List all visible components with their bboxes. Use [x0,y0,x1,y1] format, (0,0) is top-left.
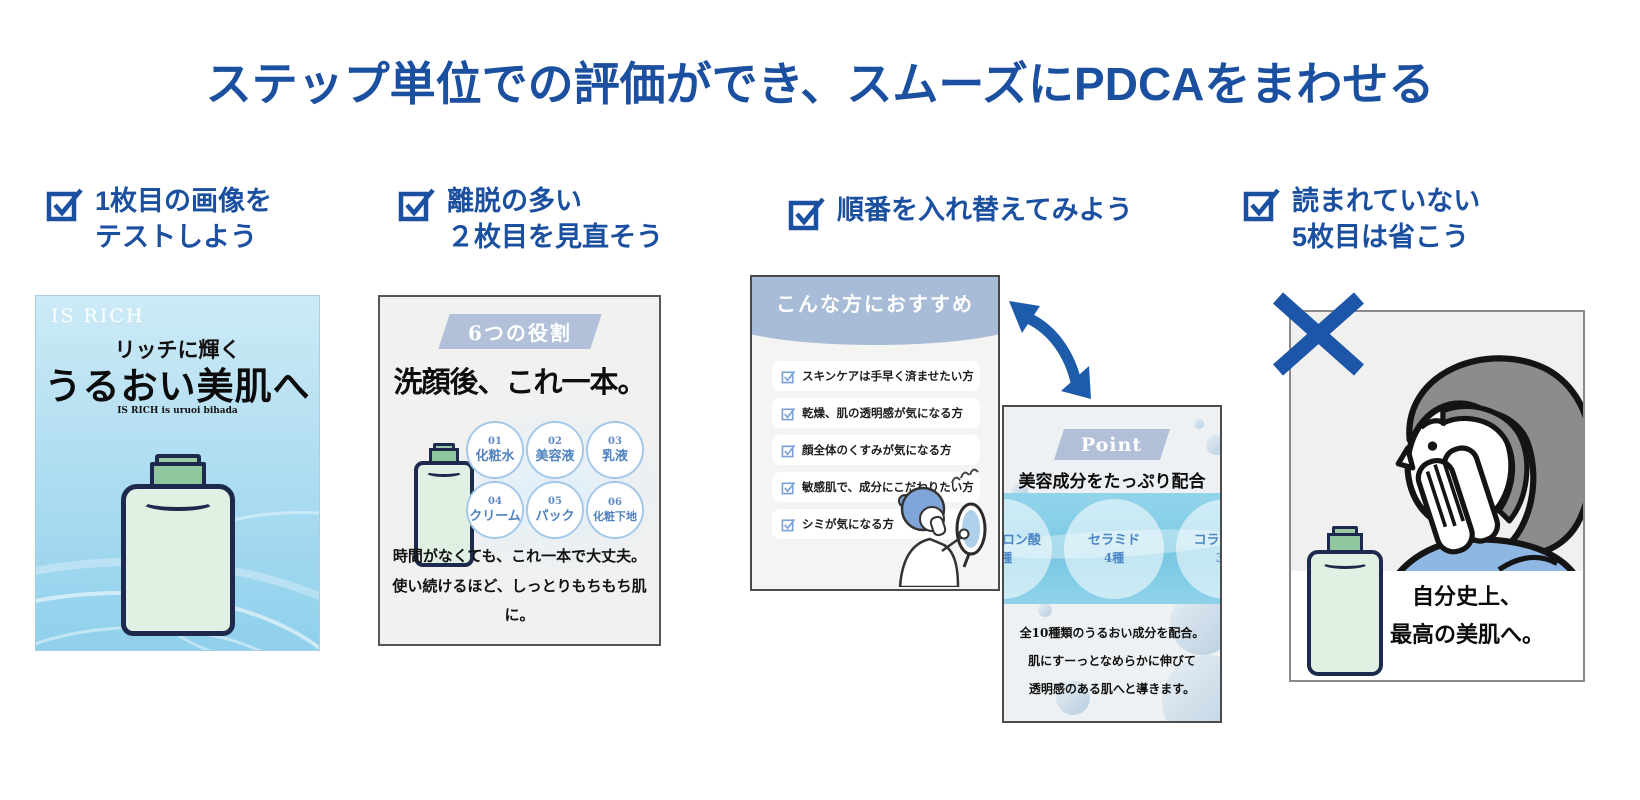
ingredient-circle-2: セラミド 4種 [1064,499,1164,599]
role-number: 02 [548,436,562,447]
role-circle-1: 01 化粧水 [466,421,524,479]
role-label: 化粧下地 [593,510,637,523]
bubble-decoration [1206,435,1220,455]
recommend-item-3: 顔全体のくすみが気になる方 [772,435,980,465]
role-number: 05 [548,496,562,507]
checkbox-icon [398,188,435,222]
catch-copy-small: リッチに輝く [114,337,241,362]
roles-headline: 洗顔後、これ一本。 [393,365,646,399]
step-label: 順番を入れ替えてみよう [837,192,1133,231]
ingredient-count: 3種 [1216,551,1220,567]
recommend-item-label: シミが気になる方 [802,517,894,531]
checkbox-icon [46,188,83,222]
point-footer-line2: 肌にすーっとなめらかに伸びて [1028,654,1196,669]
bottle-illustration [120,454,235,636]
role-circle-5: 05 パック [526,481,584,539]
card-recommend: こんな方におすすめ スキンケアは手早く済ませたい方 乾燥、肌の透明感が気になる方… [750,275,1000,591]
point-badge: Point [1053,429,1171,460]
recommend-item-label: スキンケアは手早く済ませたい方 [802,369,974,383]
catch-copy-main: うるおい美肌へ [44,364,311,408]
card-point: Point 美容成分をたっぷり配合 ヒアルロン酸 3種 セラミド 4種 コラーゲ… [1002,405,1222,723]
step-heading-4: 読まれていない 5枚目は省こう [1243,183,1480,256]
step-label-line1: 離脱の多い [447,186,582,216]
card-six-roles: 6つの役割 洗顔後、これ一本。 01 化粧水 02 美容液 03 乳液 04 ク… [378,295,661,646]
checkbox-icon [788,197,825,231]
roles-badge-label: 6つの役割 [467,321,572,345]
check-icon [781,444,796,457]
check-icon [781,407,796,420]
card-first-image: IS RICH リッチに輝く うるおい美肌へ IS RICH is uruoi … [35,295,320,651]
role-label: パック [535,509,575,524]
bubble-decoration [1056,681,1090,715]
step-label-line1: 1枚目の画像を [95,186,273,216]
ingredient-name: ヒアルロン酸 [1002,533,1041,549]
last-catch-line2: 最高の美肌へ。 [1389,621,1544,648]
check-icon [781,481,796,494]
role-number: 04 [488,496,502,507]
role-number: 01 [488,436,502,447]
bottle-body [120,484,235,636]
point-footer: 全10種類のうるおい成分を配合。 肌にすーっとなめらかに伸びて 透明感のある肌へ… [1004,619,1220,704]
step-label-line1: 順番を入れ替えてみよう [837,195,1133,225]
role-number: 06 [608,497,622,508]
recommend-item-2: 乾燥、肌の透明感が気になる方 [772,398,980,428]
swap-arrow-icon [1009,301,1091,399]
checkbox-icon [1243,188,1280,222]
role-label: 化粧水 [475,449,515,464]
recommend-item-label: 顔全体のくすみが気になる方 [802,443,952,457]
bubble-decoration [1194,419,1204,429]
check-icon [781,370,796,383]
role-circle-3: 03 乳液 [586,421,644,479]
cross-mark-icon [1273,292,1364,376]
roles-footer-line1: 時間がなくても、これ一本で大丈夫。 [392,547,647,566]
bubble-decoration [1038,603,1052,617]
role-label: 乳液 [601,449,628,464]
point-headline: 美容成分をたっぷり配合 [1018,472,1206,492]
ingredient-name: セラミド [1087,533,1140,549]
step-label: 1枚目の画像を テストしよう [95,183,272,256]
roles-footer: 時間がなくても、これ一本で大丈夫。 使い続けるほど、しっとりもちもち肌に。 [380,542,659,630]
role-number: 03 [608,436,622,447]
roles-footer-line2: 使い続けるほど、しっとりもちもち肌に。 [392,576,647,624]
role-label: 美容液 [535,449,575,464]
step-label: 読まれていない 5枚目は省こう [1292,183,1480,256]
bubble-decoration [1036,473,1045,482]
step-label-line2: ２枚目を見直そう [447,222,663,253]
step-label-line2: 5枚目は省こう [1292,222,1470,253]
roles-badge: 6つの役割 [437,314,602,349]
role-circle-4: 04 クリーム [466,481,524,539]
ingredient-name: コラーゲン [1193,533,1220,549]
ingredient-count: 4種 [1103,550,1125,565]
last-catch-line1: 自分史上、 [1411,584,1522,611]
mirror-person-illustration [898,468,987,587]
step-label-line1: 読まれていない [1292,186,1481,216]
role-circle-2: 02 美容液 [526,421,584,479]
step-heading-3: 順番を入れ替えてみよう [788,192,1133,231]
recommend-item-label: 乾燥、肌の透明感が気になる方 [802,406,963,420]
bottle-body [1307,550,1383,676]
bottle-illustration [414,443,474,567]
bottle-illustration [1307,526,1383,676]
step-heading-2: 離脱の多い ２枚目を見直そう [398,183,663,256]
step-heading-1: 1枚目の画像を テストしよう [46,183,272,256]
check-icon [781,518,796,531]
recommend-header-band: こんな方におすすめ [752,277,998,345]
catch-copy-sub: IS RICH is uruoi bihada [117,406,238,416]
recommend-header: こんな方におすすめ [776,292,974,316]
card-last-image: 自分史上、 最高の美肌へ。 [1289,310,1585,682]
point-footer-line1: 全10種類のうるおい成分を配合。 [1019,626,1205,640]
ingredient-count: 3種 [1004,551,1012,567]
recommend-item-5: シミが気になる方 [772,509,980,539]
role-label: クリーム [469,509,521,524]
step-label-line2: テストしよう [95,222,257,253]
step-label: 離脱の多い ２枚目を見直そう [447,183,663,256]
point-badge-label: Point [1081,433,1143,456]
recommend-item-1: スキンケアは手早く済ませたい方 [772,361,980,391]
page-title: ステップ単位での評価ができ、スムーズにPDCAをまわせる [205,58,1435,110]
brand-logo: IS RICH [51,305,145,327]
last-catch-copy: 自分史上、 最高の美肌へ。 [1365,579,1569,654]
role-circle-6: 06 化粧下地 [586,481,644,539]
point-footer-line3: 透明感のある肌へと導きます。 [1028,682,1196,697]
